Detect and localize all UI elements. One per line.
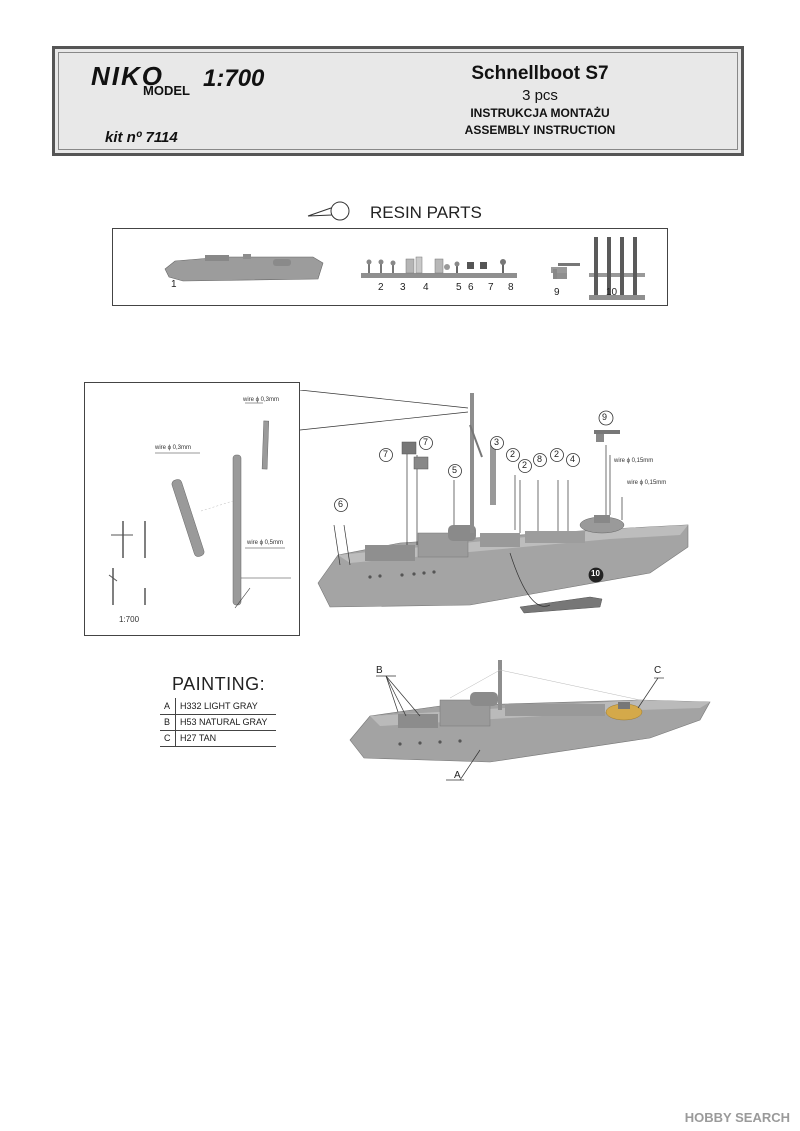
- sprue-parts-2-8: [361, 256, 517, 278]
- detail-scale-label: 1:700: [119, 615, 140, 624]
- paint-row-c: C H27 TAN: [160, 730, 276, 747]
- callout-3: 3: [494, 437, 500, 447]
- mast-detail-inset: wire ɸ 0,3mm wire ɸ 0,3mm wire ɸ 0,5mm 1…: [84, 382, 300, 636]
- paint-divider: [175, 730, 176, 746]
- part-label-7: 7: [488, 282, 494, 293]
- assembly-callout-circles: [334, 410, 614, 583]
- logo-text: NIKO: [91, 61, 164, 91]
- part-label-10: 10: [606, 287, 618, 298]
- callout-7a: 7: [383, 449, 389, 459]
- subtitle-polish: INSTRUKCJA MONTAŻU: [470, 106, 610, 120]
- niko-logo: NIKO MODEL: [91, 61, 190, 98]
- painting-heading: PAINTING:: [172, 674, 266, 694]
- paint-key-c: C: [164, 733, 171, 743]
- wire-label-aft-2: wire ɸ 0,15mm: [627, 480, 667, 486]
- kit-number: kit nº 7114: [105, 129, 178, 146]
- part-label-9: 9: [554, 287, 560, 298]
- paint-name-b: H53 NATURAL GRAY: [180, 717, 268, 727]
- paint-divider: [175, 698, 176, 714]
- paint-key-b: B: [164, 717, 171, 727]
- assembly-illustration: [317, 393, 689, 614]
- part-1-hull: [164, 254, 324, 282]
- logo-subtext: MODEL: [143, 83, 190, 98]
- subtitle-english: ASSEMBLY INSTRUCTION: [464, 123, 616, 137]
- wire-label-main-mast: wire ɸ 0,5mm: [247, 540, 283, 546]
- hobby-search-watermark: HOBBY SEARCH: [684, 1110, 790, 1125]
- paint-name-a: H332 LIGHT GRAY: [180, 701, 258, 711]
- painting-color-table: A H332 LIGHT GRAY B H53 NATURAL GRAY C H…: [160, 698, 276, 747]
- resin-parts-heading: RESIN PARTS: [370, 203, 482, 222]
- paint-callout-c: C: [654, 665, 662, 676]
- callout-7b: 7: [423, 437, 429, 447]
- resin-parts-box: 1 2 3 4 5 6 7 8 9 10: [112, 228, 668, 306]
- paint-key-a: A: [164, 701, 171, 711]
- part-label-8: 8: [508, 282, 514, 293]
- inset-connector-lines: [300, 390, 469, 431]
- resin-drop-icon: [307, 201, 350, 221]
- part-label-2: 2: [378, 282, 384, 293]
- paint-row-a: A H332 LIGHT GRAY: [160, 698, 276, 715]
- part-label-4: 4: [423, 282, 429, 293]
- part-label-5: 5: [456, 282, 462, 293]
- part-9-gun: [551, 263, 580, 279]
- paint-row-b: B H53 NATURAL GRAY: [160, 714, 276, 731]
- paint-name-c: H27 TAN: [180, 733, 217, 743]
- wire-label-aft-1: wire ɸ 0,15mm: [614, 458, 654, 464]
- title-block: Schnellboot S7 3 pcs INSTRUKCJA MONTAŻU …: [385, 63, 695, 138]
- kit-scale: 1:700: [203, 65, 265, 92]
- callout-6: 6: [338, 499, 344, 509]
- resin-parts-illustration: [164, 237, 645, 300]
- callout-2c: 2: [554, 449, 560, 459]
- part-label-1: 1: [171, 279, 177, 290]
- callout-10: 10: [591, 569, 600, 578]
- header-inner-frame: [58, 52, 738, 150]
- callout-2a: 2: [510, 449, 516, 459]
- mast-detail-illustration: [108, 402, 291, 609]
- callout-4: 4: [570, 454, 576, 464]
- callout-8: 8: [537, 454, 543, 464]
- callout-2b: 2: [522, 460, 528, 470]
- page-title: Schnellboot S7: [471, 63, 609, 84]
- wire-label-small-mast: wire ɸ 0,3mm: [243, 397, 279, 403]
- header-banner: NIKO MODEL 1:700 kit nº 7114 Schnellboot…: [52, 46, 744, 156]
- paint-divider: [175, 714, 176, 730]
- paint-callout-b: B: [376, 665, 383, 676]
- callout-5: 5: [452, 465, 458, 475]
- piece-count: 3 pcs: [522, 87, 558, 104]
- wire-label-diagonal: wire ɸ 0,3mm: [155, 445, 191, 451]
- painting-illustration: [349, 660, 711, 781]
- part-10-masts: [589, 237, 645, 300]
- callout-9: 9: [602, 412, 608, 422]
- part-label-6: 6: [468, 282, 474, 293]
- part-label-3: 3: [400, 282, 406, 293]
- paint-callout-a: A: [454, 770, 461, 781]
